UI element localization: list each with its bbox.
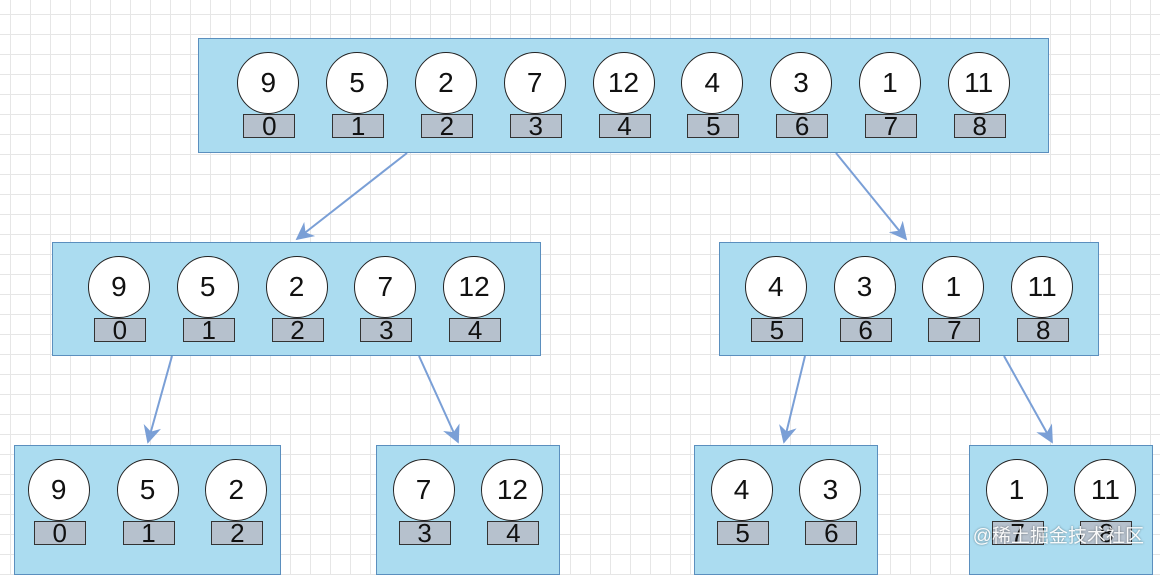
element-index-label: 5 [716, 520, 769, 546]
element-value-circle: 1 [858, 52, 921, 114]
element-value-circle: 2 [205, 459, 268, 521]
element-value-circle: 11 [947, 52, 1010, 114]
element-index-label: 4 [487, 520, 540, 546]
element-value-circle: 3 [833, 256, 896, 318]
element-value-circle: 7 [503, 52, 566, 114]
element-index-label: 0 [33, 520, 86, 546]
element-value-circle: 5 [116, 459, 179, 521]
element-index-label: 2 [211, 520, 264, 546]
element-index-label: 7 [991, 520, 1044, 546]
element-index-label: 7 [928, 317, 981, 343]
element-value-circle: 12 [443, 256, 506, 318]
element-value-circle: 11 [1074, 459, 1137, 521]
element-index-label: 8 [1017, 317, 1070, 343]
element-index-label: 0 [93, 317, 146, 343]
element-value-circle: 5 [326, 52, 389, 114]
element-index-label: 5 [687, 113, 740, 139]
element-value-circle: 3 [799, 459, 862, 521]
element-index-label: 6 [805, 520, 858, 546]
element-value-circle: 11 [1011, 256, 1074, 318]
element-value-circle: 12 [481, 459, 544, 521]
element-value-circle: 1 [922, 256, 985, 318]
element-value-circle: 9 [27, 459, 90, 521]
edge-right-to-rl [779, 355, 806, 444]
element-index-label: 6 [776, 113, 829, 139]
edge-right-to-rr [1003, 355, 1053, 444]
edge-root-to-left [295, 152, 408, 241]
element-index-label: 1 [332, 113, 385, 139]
element-value-circle: 1 [985, 459, 1048, 521]
element-index-label: 0 [243, 113, 296, 139]
edge-left-to-lr [418, 355, 460, 444]
element-value-circle: 5 [176, 256, 239, 318]
element-index-label: 1 [122, 520, 175, 546]
element-index-label: 4 [598, 113, 651, 139]
element-index-label: 6 [839, 317, 892, 343]
element-index-label: 3 [398, 520, 451, 546]
element-index-label: 4 [449, 317, 502, 343]
element-index-label: 7 [864, 113, 917, 139]
element-value-circle: 12 [592, 52, 655, 114]
element-index-label: 8 [1080, 520, 1133, 546]
element-value-circle: 7 [392, 459, 455, 521]
edge-left-to-ll [143, 355, 173, 444]
element-index-label: 2 [271, 317, 324, 343]
watermark: @稀土掘金技术社区 [972, 526, 1144, 547]
element-value-circle: 4 [681, 52, 744, 114]
element-value-circle: 3 [770, 52, 833, 114]
element-value-circle: 4 [710, 459, 773, 521]
element-value-circle: 9 [237, 52, 300, 114]
element-index-label: 1 [182, 317, 235, 343]
element-value-circle: 2 [265, 256, 328, 318]
element-value-circle: 2 [414, 52, 477, 114]
element-index-label: 2 [420, 113, 473, 139]
element-index-label: 3 [360, 317, 413, 343]
edge-root-to-right [835, 152, 908, 241]
element-value-circle: 9 [87, 256, 150, 318]
element-value-circle: 7 [354, 256, 417, 318]
element-index-label: 5 [750, 317, 803, 343]
element-value-circle: 4 [744, 256, 807, 318]
element-index-label: 8 [953, 113, 1006, 139]
element-index-label: 3 [509, 113, 562, 139]
